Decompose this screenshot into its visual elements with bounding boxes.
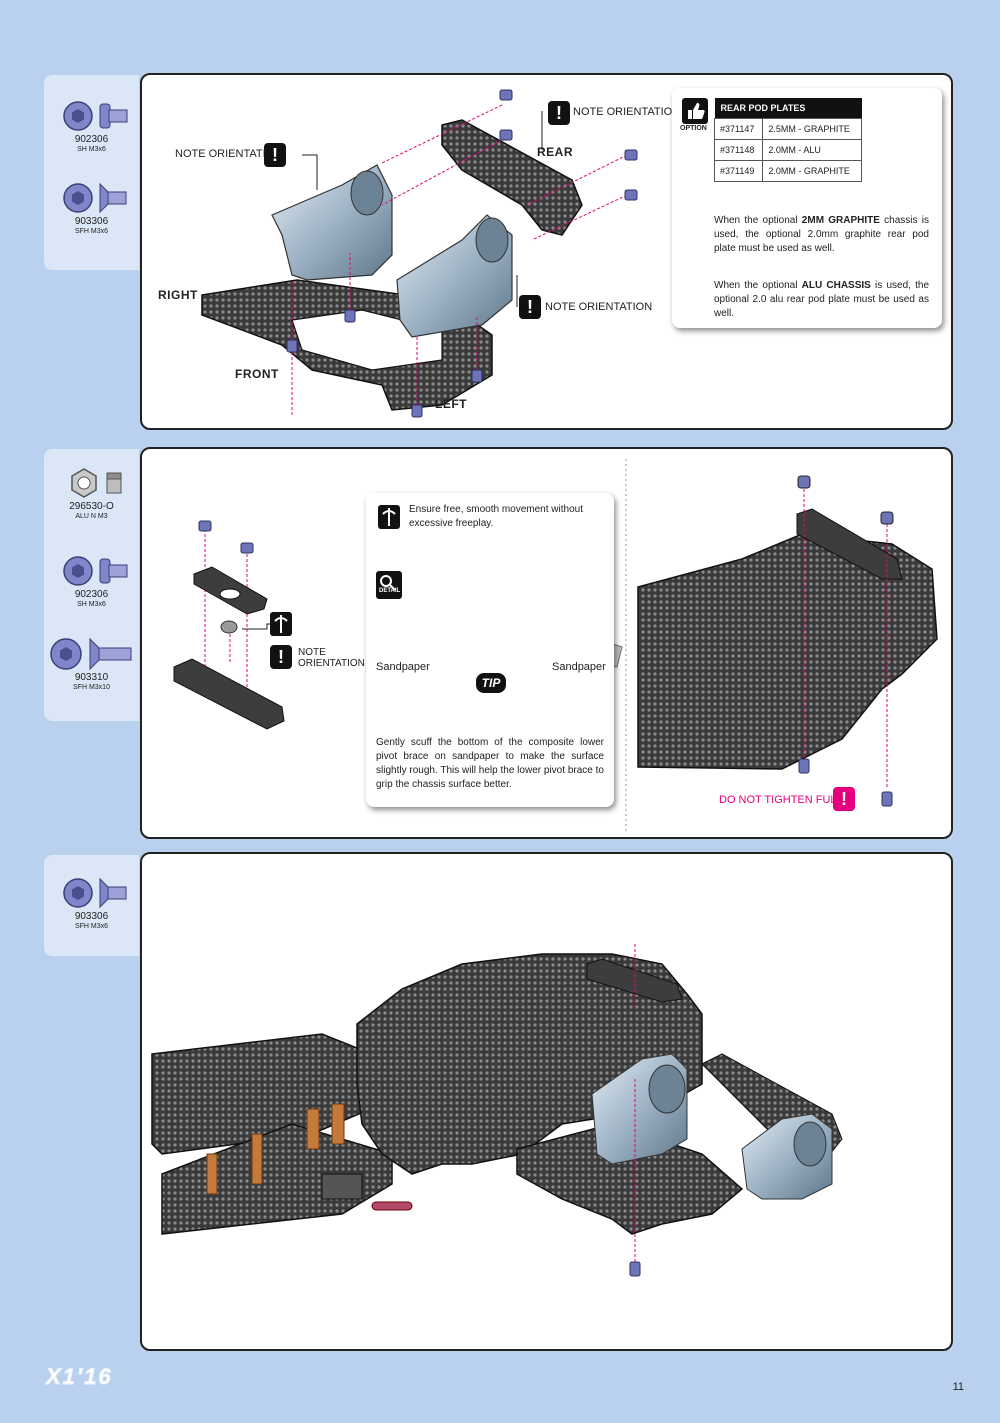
step1-panel: NOTE ORIENTATION ! ! NOTE ORIENTATION ! …	[140, 73, 953, 430]
chassis-assembly-illustration	[151, 944, 843, 1277]
front-label: FRONT	[235, 367, 279, 381]
thumbs-up-icon	[682, 98, 708, 124]
exclamation-icon: !	[519, 295, 541, 319]
tip-card: Ensure free, smooth movement without exc…	[366, 493, 614, 807]
step3-panel	[140, 852, 953, 1351]
right-label: RIGHT	[158, 288, 198, 302]
part-code: 903310	[74, 672, 109, 683]
part-903310: 903310 SFH M3x10	[44, 636, 139, 692]
part-desc: SH M3x6	[77, 146, 106, 153]
part-903306: 903306 SFH M3x6	[44, 875, 139, 931]
option-badge: OPTION	[680, 125, 707, 132]
sandpaper-right-label: Sandpaper	[552, 661, 606, 673]
tip-badge: TIP	[476, 673, 506, 693]
part-desc: ALU N M3	[75, 513, 108, 520]
exclamation-icon: !	[264, 143, 286, 167]
table-title: REAR POD PLATES	[714, 98, 862, 119]
step3-parts-sidebar	[44, 855, 139, 956]
part-desc: SFH M3x6	[74, 923, 109, 930]
step1-parts-sidebar	[44, 75, 139, 270]
note-orientation-label: NOTE ORIENTATION	[175, 148, 283, 160]
countersunk-screw-icon	[50, 637, 132, 671]
pivot-check-icon	[270, 612, 292, 636]
rear-pod-assembly-illustration	[201, 89, 638, 418]
detail-label: DETAIL	[379, 588, 401, 594]
rear-label: REAR	[537, 145, 574, 159]
nut-icon	[70, 468, 121, 498]
exclamation-icon: !	[270, 645, 292, 669]
part-296530-o: 296530-O ALU N M3	[44, 465, 139, 521]
part-902306: 902306 SH M3x6	[44, 553, 139, 609]
socket-head-screw-icon	[62, 556, 127, 586]
part-code: 903306	[74, 216, 109, 227]
note-orientation-label: NOTE ORIENTATION	[298, 647, 365, 669]
step2-panel: ! NOTE ORIENTATION Ensure free, smooth m…	[140, 447, 953, 839]
exclamation-icon: !	[548, 101, 570, 125]
sandpaper-left-label: Sandpaper	[376, 661, 430, 673]
part-902306: 902306 SH M3x6	[44, 98, 139, 154]
countersunk-screw-icon	[62, 877, 126, 909]
x1-16-logo: X1'16	[46, 1364, 113, 1390]
pivot-check-icon	[378, 505, 400, 529]
part-desc: SH M3x6	[77, 601, 106, 608]
part-desc: SFH M3x10	[73, 684, 110, 691]
part-903306: 903306 SFH M3x6	[44, 180, 139, 236]
step2-parts-sidebar	[44, 449, 139, 721]
option-paragraph-1: When the optional 2MM GRAPHITE chassis i…	[714, 215, 929, 254]
part-code: 296530-O	[69, 501, 114, 512]
left-label: LEFT	[435, 397, 467, 411]
warning-exclamation-icon: !	[833, 787, 855, 811]
option-paragraph-2: When the optional ALU CHASSIS is used, t…	[714, 280, 930, 319]
tip-heading: Ensure free, smooth movement without exc…	[409, 504, 583, 529]
part-code: 902306	[74, 134, 109, 145]
countersunk-screw-icon	[62, 182, 126, 214]
tip-text: Gently scuff the bottom of the composite…	[376, 737, 604, 790]
part-desc: SFH M3x6	[74, 228, 109, 235]
page-number: 11	[952, 1381, 964, 1393]
do-not-tighten-warning: DO NOT TIGHTEN FULLY	[719, 794, 850, 806]
detail-magnifier-icon	[376, 571, 402, 599]
part-code: 903306	[74, 911, 109, 922]
note-orientation-label: NOTE ORIENTATION	[545, 301, 653, 313]
part-code: 902306	[74, 589, 109, 600]
note-orientation-label: NOTE ORIENTATION	[573, 106, 681, 118]
socket-head-screw-icon	[62, 101, 127, 131]
